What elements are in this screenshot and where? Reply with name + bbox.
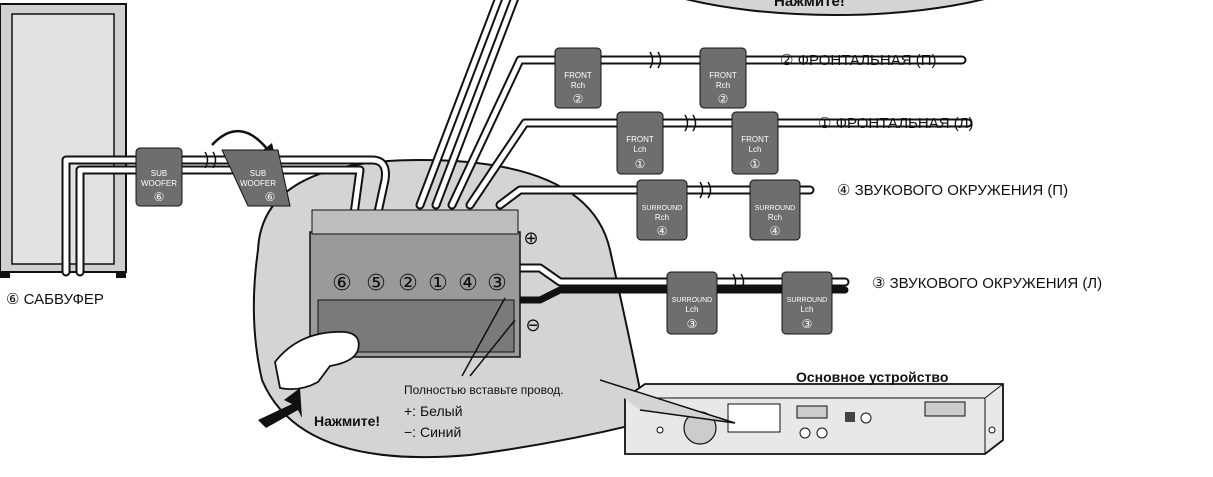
terminal-number-6: ⑥ <box>332 271 352 296</box>
top-callout-bubble: Нажмите! <box>685 0 985 16</box>
tag-line2: Rch <box>768 213 782 222</box>
top-callout-text: Нажмите! <box>774 0 845 10</box>
tag-line1: FRONT <box>741 135 769 144</box>
press-arrow-icon <box>258 388 302 428</box>
label-main-unit: Основное устройство <box>796 369 949 385</box>
tag-number: ① <box>750 157 761 171</box>
tag-line1: FRONT <box>626 135 654 144</box>
tag-front-r-1: FRONT Rch ② <box>554 47 602 109</box>
label-insert-wire: Полностью вставьте провод. <box>404 383 564 397</box>
subwoofer-speaker <box>0 3 127 278</box>
tag-number: ① <box>635 157 646 171</box>
insert-pointer-lines <box>461 297 516 377</box>
tag-front-l-1: FRONT Lch ① <box>616 111 664 175</box>
tag-subwoofer-1: SUB WOOFER ⑥ <box>135 147 183 207</box>
tag-subwoofer-2: SUB WOOFER ⑥ <box>221 149 291 207</box>
bubble-pointer <box>599 379 736 424</box>
label-plus-white: +: Белый <box>404 403 463 419</box>
terminal-number-row: ⑥ ⑤ ② ① ④ ③ <box>332 271 507 296</box>
tag-surround-r-2: SURROUND Rch ④ <box>749 179 801 241</box>
tag-front-l-2: FRONT Lch ① <box>731 111 779 175</box>
pressing-hand-icon <box>274 331 360 391</box>
terminal-number-2: ② <box>398 271 418 296</box>
tag-number: ⑥ <box>154 190 165 204</box>
tag-line2: Lch <box>634 145 647 154</box>
label-surround-left: ③ ЗВУКОВОГО ОКРУЖЕНИЯ (Л) <box>872 275 1103 292</box>
label-front-right: ② ФРОНТАЛЬНАЯ (П) <box>780 52 937 69</box>
tag-line1: FRONT <box>564 71 592 80</box>
tag-line2: Rch <box>655 213 669 222</box>
tag-line1: SUB <box>250 169 266 178</box>
tag-line2: WOOFER <box>141 179 177 188</box>
tag-line1: SURROUND <box>787 297 827 304</box>
tag-surround-r-1: SURROUND Rch ④ <box>636 179 688 241</box>
tag-surround-l-2: SURROUND Lch ③ <box>781 271 833 335</box>
tag-line1: SURROUND <box>642 205 682 212</box>
tag-line1: SUB <box>151 169 167 178</box>
label-minus-blue: −: Синий <box>404 424 462 440</box>
terminal-number-3: ③ <box>487 271 507 296</box>
label-front-left: ① ФРОНТАЛЬНАЯ (Л) <box>818 115 974 132</box>
terminal-number-1: ① <box>428 271 448 296</box>
tag-number: ② <box>718 92 729 106</box>
terminal-number-4: ④ <box>458 271 478 296</box>
tag-line2: Rch <box>571 81 585 90</box>
tag-front-r-2: FRONT Rch ② <box>699 47 747 109</box>
label-surround-right: ④ ЗВУКОВОГО ОКРУЖЕНИЯ (П) <box>837 182 1069 199</box>
tag-line1: FRONT <box>709 71 737 80</box>
tag-number: ④ <box>770 224 781 238</box>
tag-number: ③ <box>687 317 698 331</box>
tag-line1: SURROUND <box>755 205 795 212</box>
tag-line2: Lch <box>686 305 699 314</box>
cable-break-marks <box>204 51 745 291</box>
minus-terminal-icon: ⊖ <box>525 315 540 336</box>
plus-terminal-icon: ⊕ <box>523 228 538 249</box>
tag-number: ⑥ <box>265 190 276 204</box>
tag-line2: Rch <box>716 81 730 90</box>
main-unit-device <box>624 383 1004 455</box>
tag-number: ③ <box>802 317 813 331</box>
label-press: Нажмите! <box>314 413 381 429</box>
tag-line2: Lch <box>749 145 762 154</box>
tag-line2: Lch <box>801 305 814 314</box>
tag-line1: SURROUND <box>672 297 712 304</box>
tag-line2: WOOFER <box>240 179 276 188</box>
tag-number: ② <box>573 92 584 106</box>
tag-surround-l-1: SURROUND Lch ③ <box>666 271 718 335</box>
label-subwoofer: ⑥ САБВУФЕР <box>6 291 104 308</box>
tag-number: ④ <box>657 224 668 238</box>
terminal-number-5: ⑤ <box>366 271 386 296</box>
